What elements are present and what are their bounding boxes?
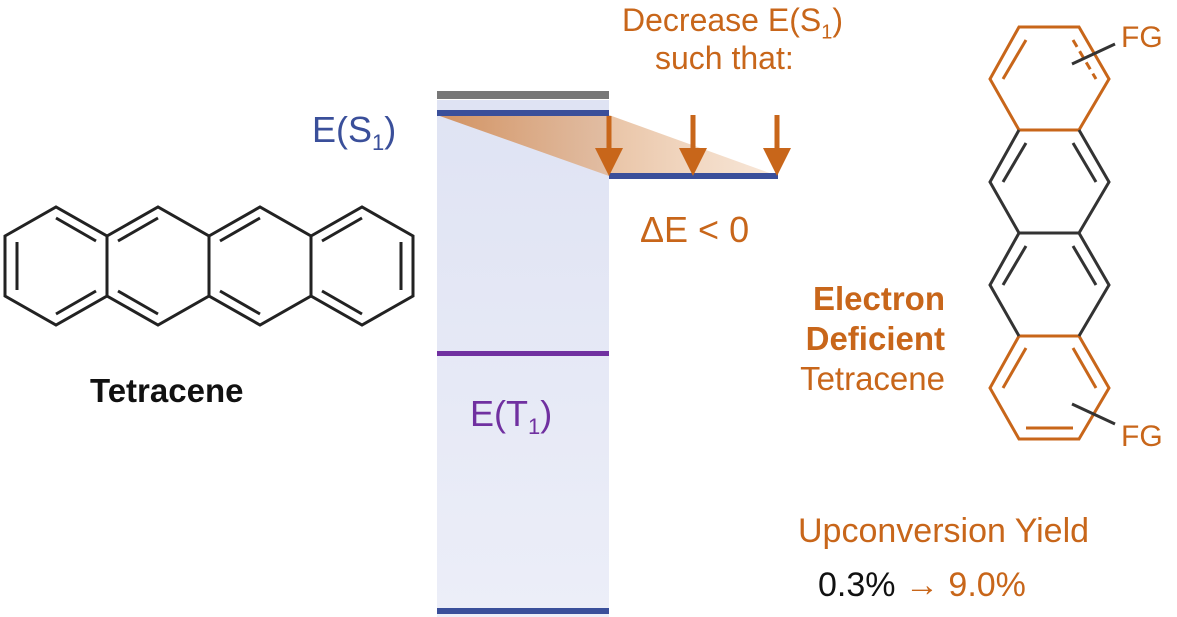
fg-top-label: FG [1121, 21, 1163, 54]
such-that-label: such that: [655, 40, 794, 76]
upper-gray-level [437, 91, 609, 99]
electron-deficient-tetracene-structure [988, 25, 1116, 441]
down-arrow-icon [679, 115, 707, 176]
ground-level [437, 608, 609, 614]
down-arrow-icon [595, 116, 623, 176]
tetracene-structure [3, 205, 415, 327]
delta-e-label: ΔE < 0 [640, 209, 750, 250]
tetracene-label-2: Tetracene [800, 360, 945, 397]
fg-bottom-label: FG [1121, 420, 1163, 453]
s1-energy-label: E(S1) [312, 109, 397, 156]
s1-level [437, 110, 609, 116]
deficient-label: Deficient [805, 320, 945, 357]
energy-column [437, 100, 609, 617]
down-arrow-icon [763, 115, 791, 176]
decrease-label: Decrease E(S1) [622, 2, 843, 44]
upconversion-yield-values: 0.3% → 9.0% [818, 566, 1026, 604]
t1-level [437, 351, 609, 356]
tetracene-label: Tetracene [90, 372, 244, 409]
electron-label: Electron [812, 280, 945, 317]
t1-energy-label: E(T1) [470, 393, 553, 440]
upconversion-yield-title: Upconversion Yield [798, 512, 1090, 550]
lowered-s1-level [609, 173, 778, 179]
